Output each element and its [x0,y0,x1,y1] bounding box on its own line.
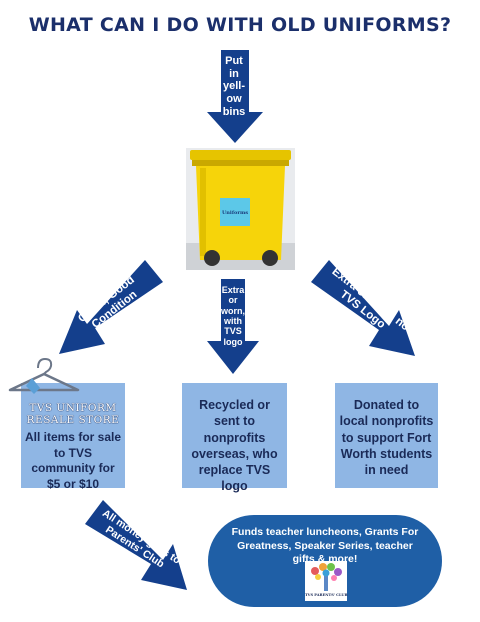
middle-arrow-label: Extra or worn, with TVS logo [214,285,252,347]
top-down-arrow [207,50,263,143]
middle-arrow-line: with [224,316,242,327]
middle-arrow-line: or [228,295,238,306]
store-name-line: RESALE STORE [26,413,120,426]
bottom-diagonal-arrow [85,500,187,590]
recycled-text: Recycled or sent to nonprofits overseas,… [191,398,278,494]
recycled-box: Recycled or sent to nonprofits overseas,… [182,383,287,493]
top-arrow-line: in [229,67,239,80]
donated-box: Donated to local nonprofits to support F… [335,383,438,488]
top-arrow-label: Put in yell- ow bins [215,55,253,118]
top-arrow-line: bins [222,105,246,118]
resale-store-text: All items for sale to TVS community for … [24,430,122,491]
funds-pill: Funds teacher luncheons, Grants For Grea… [208,515,442,607]
left-diagonal-arrow [59,260,163,354]
top-arrow-line: Put [225,55,243,67]
hanger-icon [8,357,80,394]
middle-arrow-line: logo [223,336,243,347]
page-title: WHAT CAN I DO WITH OLD UNIFORMS? [28,14,452,36]
yellow-bin-photo: Uniforms [186,148,295,270]
resale-store-box: TVS UNIFORM RESALE STORE All items for s… [21,383,125,491]
middle-arrow-line: TVS [224,326,242,337]
store-name-line: TVS UNIFORM [29,402,117,414]
middle-down-arrow [207,279,259,374]
parents-club-logo-text: TVS PARENTS' CLUB [305,593,348,597]
bin-label: Uniforms [221,210,249,216]
right-diagonal-arrow [311,260,415,356]
top-arrow-line: yell- [222,80,245,93]
parents-club-logo: TVS PARENTS' CLUB [305,561,348,601]
funds-text: Funds teacher luncheons, Grants For Grea… [231,526,419,566]
tree-hands-icon [311,563,342,591]
middle-arrow-line: worn, [221,305,245,316]
donated-text: Donated to local nonprofits to support F… [339,398,434,477]
resale-store-name: TVS UNIFORM RESALE STORE [21,402,125,426]
top-arrow-line: ow [226,92,242,105]
middle-arrow-line: Extra [221,285,245,295]
yellow-bin-icon [186,148,295,270]
